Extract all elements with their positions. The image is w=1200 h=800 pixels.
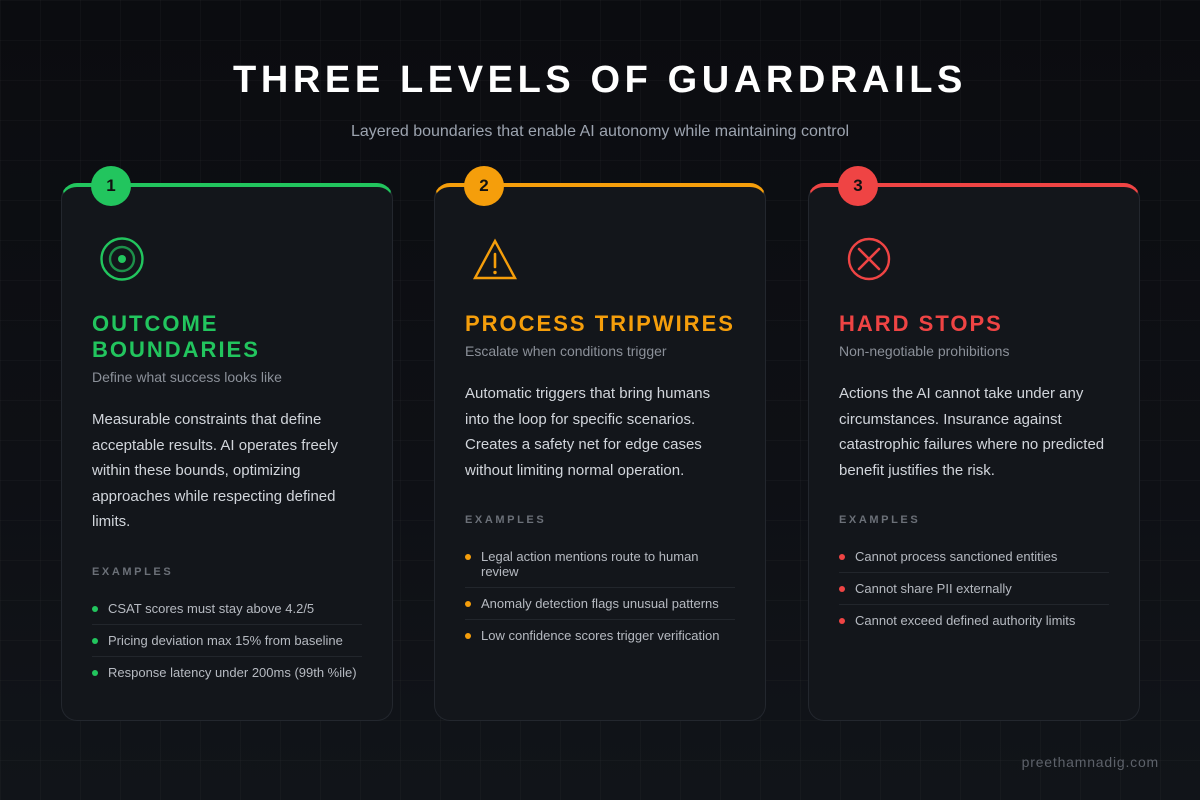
target-icon	[100, 237, 144, 281]
example-text: CSAT scores must stay above 4.2/5	[108, 600, 315, 616]
bullet-dot-icon	[839, 554, 845, 560]
card-title-line: HARD STOPS	[839, 311, 1003, 336]
examples-list: Legal action mentions route to human rev…	[465, 541, 735, 651]
example-text: Anomaly detection flags unusual patterns	[481, 596, 719, 611]
bullet-dot-icon	[839, 586, 845, 592]
footer-credit: preethamnadig.com	[1021, 754, 1159, 770]
bullet-dot-icon	[92, 669, 98, 676]
list-item: Cannot exceed defined authority limits	[839, 605, 1109, 636]
bullet-dot-icon	[465, 601, 471, 607]
card-title-line: OUTCOME	[92, 311, 219, 336]
list-item: Cannot share PII externally	[839, 573, 1109, 605]
card-title: HARD STOPS	[839, 311, 1109, 337]
example-text: Cannot process sanctioned entities	[855, 549, 1058, 564]
header: THREE LEVELS OF GUARDRAILS Layered bound…	[0, 58, 1200, 142]
list-item: CSAT scores must stay above 4.2/5	[92, 593, 362, 625]
example-text: Low confidence scores trigger verificati…	[481, 628, 720, 643]
bullet-dot-icon	[465, 633, 471, 639]
examples-list: Cannot process sanctioned entities Canno…	[839, 541, 1109, 636]
examples-label: EXAMPLES	[839, 514, 921, 526]
card-tagline: Non-negotiable prohibitions	[839, 343, 1010, 359]
examples-label: EXAMPLES	[92, 565, 174, 578]
card-process-tripwires: 2 PROCESS TRIPWIRES Escalate when condit…	[434, 166, 766, 721]
example-text: Cannot exceed defined authority limits	[855, 613, 1076, 628]
example-text: Legal action mentions route to human rev…	[481, 549, 699, 579]
card-description: Actions the AI cannot take under any cir…	[839, 385, 1105, 479]
bullet-dot-icon	[92, 637, 98, 644]
card-title: PROCESS TRIPWIRES	[465, 311, 735, 337]
list-item: Low confidence scores trigger verificati…	[465, 620, 735, 651]
bullet-dot-icon	[465, 554, 471, 560]
card-tagline: Escalate when conditions trigger	[465, 343, 667, 359]
examples-list: CSAT scores must stay above 4.2/5 Pricin…	[92, 593, 362, 688]
card-description: Measurable constraints that define accep…	[92, 411, 338, 530]
warning-triangle-icon	[472, 238, 518, 280]
list-item: Response latency under 200ms (99th %ile)	[92, 657, 362, 688]
level-badge: 1	[91, 166, 131, 206]
list-item: Pricing deviation max 15% from baseline	[92, 625, 362, 657]
card-description: Automatic triggers that bring humans int…	[465, 385, 711, 479]
example-text: Cannot share PII externally	[855, 581, 1012, 596]
card-hard-stops: 3 HARD STOPS Non-negotiable prohibitions…	[808, 166, 1140, 721]
card-title: OUTCOME BOUNDARIES	[92, 311, 362, 363]
list-item: Legal action mentions route to human rev…	[465, 541, 735, 588]
card-tagline: Define what success looks like	[92, 369, 282, 385]
bullet-dot-icon	[839, 618, 845, 624]
examples-label: EXAMPLES	[465, 514, 547, 526]
card-title-line: BOUNDARIES	[92, 337, 260, 362]
bullet-dot-icon	[92, 605, 98, 612]
example-text: Response latency under 200ms (99th %ile)	[108, 664, 357, 680]
card-outcome-boundaries: 1 OUTCOME BOUNDARIES Define what success…	[61, 166, 393, 721]
list-item: Anomaly detection flags unusual patterns	[465, 588, 735, 620]
example-text: Pricing deviation max 15% from baseline	[108, 632, 343, 648]
list-item: Cannot process sanctioned entities	[839, 541, 1109, 573]
level-badge: 2	[464, 166, 504, 206]
card-title-line: PROCESS TRIPWIRES	[465, 311, 735, 336]
page-title: THREE LEVELS OF GUARDRAILS	[233, 59, 967, 101]
level-badge: 3	[838, 166, 878, 206]
page-subtitle: Layered boundaries that enable AI autono…	[350, 123, 850, 140]
x-circle-icon	[847, 237, 891, 281]
